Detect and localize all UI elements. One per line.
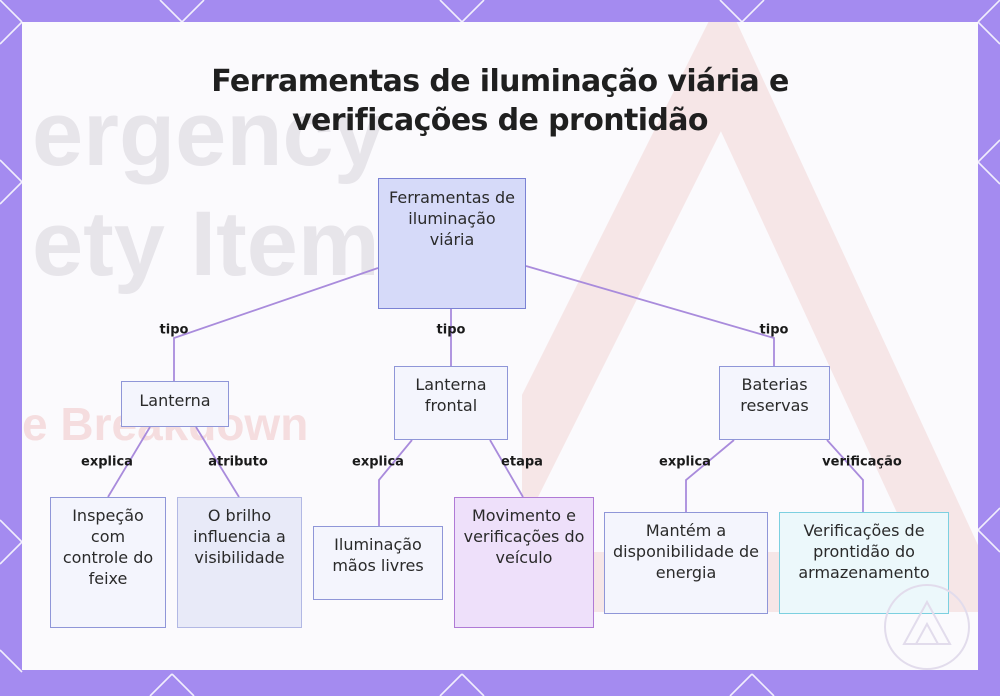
node-movimento-verificacoes: Movimento e verificações do veículo [454,497,594,628]
node-baterias-reservas: Baterias reservas [719,366,830,440]
edge-label-tipo-frontal: tipo [437,323,466,338]
diagram-title: Ferramentas de iluminação viária e verif… [22,62,978,140]
title-line-1: Ferramentas de iluminação viária e [22,62,978,101]
edge-label-tipo-lanterna: tipo [160,323,189,338]
warning-triangle-icon [882,582,972,672]
node-lanterna-frontal: Lanterna frontal [394,366,508,440]
node-inspecao-feixe: Inspeção com controle do feixe [50,497,166,628]
edge-label-atributo: atributo [208,455,268,470]
node-brilho-visibilidade: O brilho influencia a visibilidade [177,497,302,628]
edge-label-explica-inspecao: explica [81,455,133,470]
node-lanterna: Lanterna [121,381,229,427]
node-disponibilidade-energia: Mantém a disponibilidade de energia [604,512,768,614]
title-line-2: verificações de prontidão [22,101,978,140]
node-ferramentas-iluminacao: Ferramentas de iluminação viária [378,178,526,309]
edge-label-verificacao: verificação [822,455,902,470]
edge-label-etapa: etapa [501,455,543,470]
edge-label-tipo-baterias: tipo [760,323,789,338]
node-iluminacao-maos-livres: Iluminação mãos livres [313,526,443,600]
edge-label-explica-energia: explica [659,455,711,470]
background-text-line-2: ety Items [32,192,431,297]
edge-label-explica-maos: explica [352,455,404,470]
